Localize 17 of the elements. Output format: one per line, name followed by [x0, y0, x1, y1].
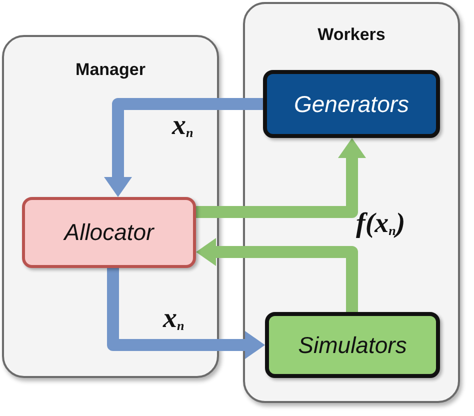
- arrow: [104, 98, 263, 197]
- process-box: [22, 197, 196, 268]
- arrow: [107, 268, 265, 359]
- edge-label: x$_{n}$: [163, 305, 184, 333]
- arrow: [196, 238, 358, 312]
- arrow: [196, 138, 366, 218]
- panel-title: Manager: [76, 59, 146, 81]
- edge-label: x$_{n}$: [172, 112, 194, 140]
- process-box: [265, 312, 440, 378]
- panel-title: Workers: [318, 24, 386, 46]
- process-box: [263, 70, 440, 138]
- edge-label: f(x$_{n}$): [356, 210, 406, 238]
- node-label: Generators: [294, 90, 410, 119]
- group-panel: [243, 2, 460, 403]
- node-label: Allocator: [64, 218, 154, 248]
- node-label: Simulators: [298, 330, 407, 360]
- group-panel: [2, 35, 219, 378]
